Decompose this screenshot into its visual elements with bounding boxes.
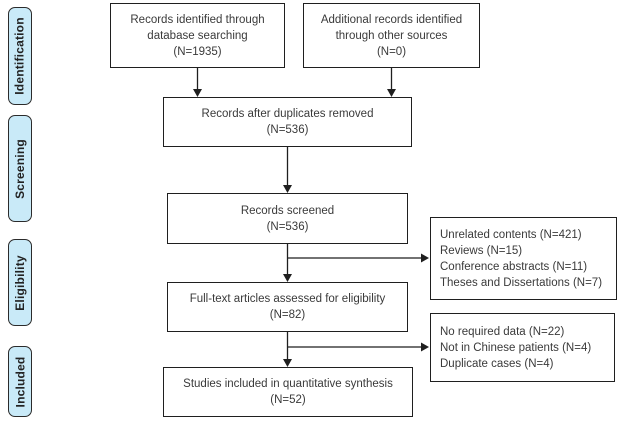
box-text-line: Records after duplicates removed [201, 108, 374, 120]
stage-label-text: Identification [13, 17, 27, 95]
exclusion-line: Reviews (N=15) [440, 244, 523, 257]
box-count: (N=82) [269, 309, 306, 321]
exclusion-line: Conference abstracts (N=11) [440, 260, 588, 273]
arrow-screened-to-fulltext [283, 244, 292, 282]
exclusion-line: Unrelated contents (N=421) [440, 228, 582, 241]
stage-label-text: Eligibility [13, 254, 28, 311]
box-text-line: Additional records identified [320, 13, 463, 26]
box-text-line: Records identified through [130, 13, 265, 26]
box-duplicates-removed: Records after duplicates removed (N=536) [163, 97, 412, 147]
stage-label-screening: Screening [8, 115, 32, 222]
arrow-fulltext-to-included [283, 332, 292, 367]
box-count: (N=536) [266, 124, 309, 136]
box-text-line: through other sources [335, 29, 448, 42]
box-count: (N=52) [270, 394, 306, 406]
arrow-screened-to-exclusions [287, 253, 429, 263]
exclusion-line: Theses and Dissertations (N=7) [440, 276, 603, 289]
exclusion-line: Not in Chinese patients (N=4) [440, 341, 592, 354]
box-studies-included: Studies included in quantitative synthes… [163, 367, 413, 417]
exclusion-line: No required data (N=22) [440, 325, 565, 338]
box-text-line: Studies included in quantitative synthes… [183, 378, 393, 390]
stage-label-eligibility: Eligibility [8, 239, 32, 326]
arrow-deduped-to-screened [283, 147, 292, 193]
stage-label-text: Screening [13, 138, 28, 199]
exclusion-line: Duplicate cases (N=4) [440, 357, 554, 370]
box-count: (N=536) [266, 220, 309, 233]
box-records-screened: Records screened (N=536) [167, 193, 408, 244]
arrow-additional-to-deduped [387, 68, 396, 97]
box-text-line: Records screened [240, 204, 335, 217]
box-fulltext-assessed: Full-text articles assessed for eligibil… [167, 282, 408, 332]
box-count: (N=1935) [173, 45, 222, 58]
box-additional-records: Additional records identified through ot… [303, 3, 480, 68]
arrow-identified-to-deduped [193, 68, 202, 97]
box-text-line: Full-text articles assessed for eligibil… [189, 293, 386, 305]
arrow-fulltext-to-exclusions [287, 342, 429, 352]
stage-label-text: Included [13, 356, 27, 407]
box-count: (N=0) [376, 45, 407, 58]
box-eligibility-exclusions: No required data (N=22) Not in Chinese p… [430, 313, 615, 382]
stage-label-identification: Identification [8, 7, 32, 105]
stage-label-included: Included [8, 346, 32, 417]
box-records-identified: Records identified through database sear… [110, 3, 285, 68]
box-text-line: database searching [147, 29, 248, 42]
box-screening-exclusions: Unrelated contents (N=421) Reviews (N=15… [430, 217, 617, 300]
